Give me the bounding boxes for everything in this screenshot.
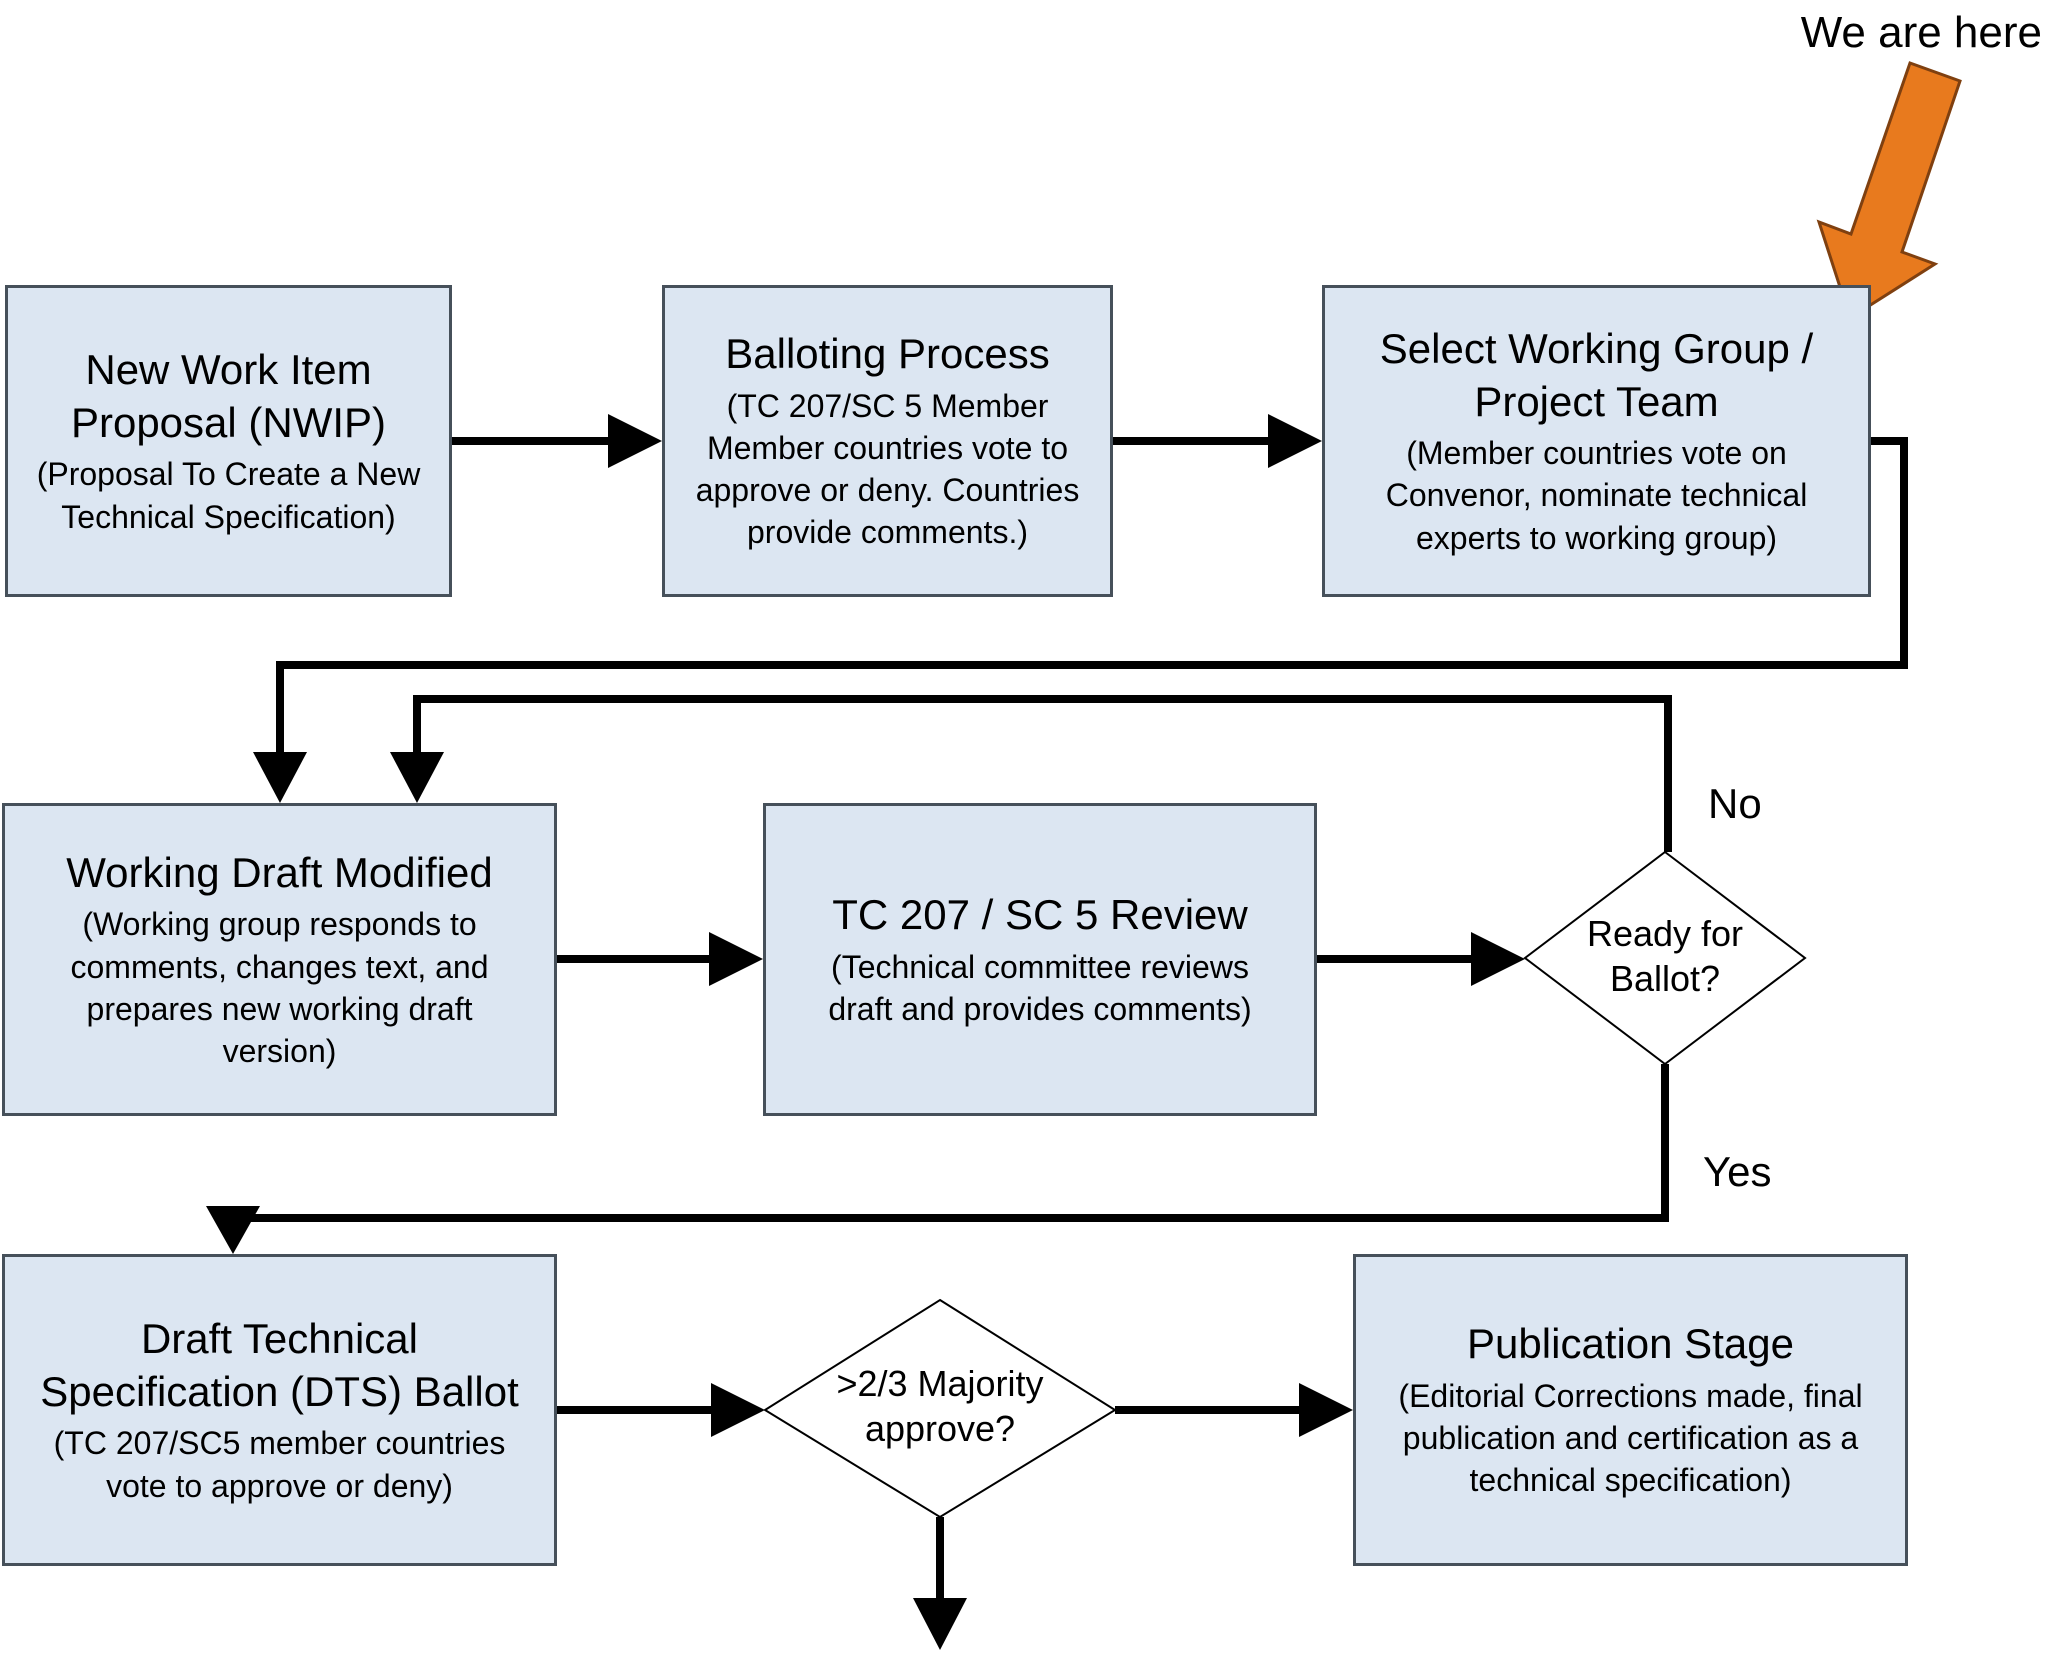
box-subtitle: (Working group responds to comments, cha… <box>70 906 489 1069</box>
decision-majority-approve-shape <box>763 1298 1117 1519</box>
box-title: New Work Item Proposal (NWIP) <box>70 346 387 446</box>
arrow-selectwg-to-workingdraft <box>253 437 1908 803</box>
process-box-dts-ballot: Draft Technical Specification (DTS) Ball… <box>2 1254 557 1566</box>
arrow-balloting-to-selectwg <box>1113 414 1322 468</box>
we-are-here-arrow-icon <box>1816 61 1962 321</box>
process-box-tc-review: TC 207 / SC 5 Review (Technical committe… <box>763 803 1317 1116</box>
box-title: Select Working Group / Project Team <box>1379 325 1814 425</box>
arrow-dts-to-majoritydiamond <box>557 1383 765 1437</box>
box-title: Balloting Process <box>725 330 1050 378</box>
arrowhead-down-icon <box>913 1598 967 1650</box>
process-box-balloting: Balloting Process (TC 207/SC 5 Member Me… <box>662 285 1113 597</box>
arrowhead-right-icon <box>1299 1383 1353 1437</box>
arrowhead-right-icon <box>709 932 763 986</box>
box-title: Publication Stage <box>1467 1320 1794 1368</box>
box-subtitle: (Proposal To Create a New Technical Spec… <box>36 456 421 535</box>
box-subtitle: (TC 207/SC 5 Member Member countries vot… <box>695 387 1080 551</box>
arrowhead-right-icon <box>1471 932 1525 986</box>
arrowhead-right-icon <box>711 1383 765 1437</box>
decision-majority-approve-label: >2/3 Majority approve? <box>836 1363 1044 1449</box>
arrow-yes-branch <box>206 1064 1669 1254</box>
process-box-select-working-group: Select Working Group / Project Team (Mem… <box>1322 285 1871 597</box>
arrowhead-down-icon <box>390 752 444 803</box>
decision-ready-for-ballot-label: Ready for Ballot? <box>1586 913 1744 999</box>
arrow-majoritydiamond-down <box>913 1517 967 1650</box>
process-box-publication-stage: Publication Stage (Editorial Corrections… <box>1353 1254 1908 1566</box>
branch-label-yes: Yes <box>1703 1148 1772 1195</box>
arrow-no-branch <box>390 695 1672 852</box>
arrow-workingdraft-to-tcreview <box>557 932 763 986</box>
box-title: Working Draft Modified <box>66 848 493 896</box>
box-title: Draft Technical Specification (DTS) Ball… <box>40 1315 519 1415</box>
arrowhead-right-icon <box>1268 414 1322 468</box>
process-box-nwip: New Work Item Proposal (NWIP) (Proposal … <box>5 285 452 597</box>
box-subtitle: (Editorial Corrections made, final publi… <box>1398 1377 1863 1499</box>
arrowhead-down-icon <box>206 1206 260 1254</box>
box-subtitle: (Technical committee reviews draft and p… <box>828 948 1252 1027</box>
decision-ready-for-ballot-shape <box>1523 850 1807 1066</box>
we-are-here-label: We are here <box>1800 8 2042 57</box>
arrow-majoritydiamond-to-publication <box>1115 1383 1353 1437</box>
arrow-nwip-to-balloting <box>452 414 662 468</box>
process-box-working-draft-modified: Working Draft Modified (Working group re… <box>2 803 557 1116</box>
arrow-tcreview-to-readydiamond <box>1317 932 1525 986</box>
box-subtitle: (TC 207/SC5 member countries vote to app… <box>53 1425 506 1504</box>
box-subtitle: (Member countries vote on Convenor, nomi… <box>1385 435 1808 556</box>
box-title: TC 207 / SC 5 Review <box>832 891 1248 939</box>
arrowhead-down-icon <box>253 752 307 803</box>
branch-label-no: No <box>1708 780 1762 827</box>
arrowhead-right-icon <box>608 414 662 468</box>
